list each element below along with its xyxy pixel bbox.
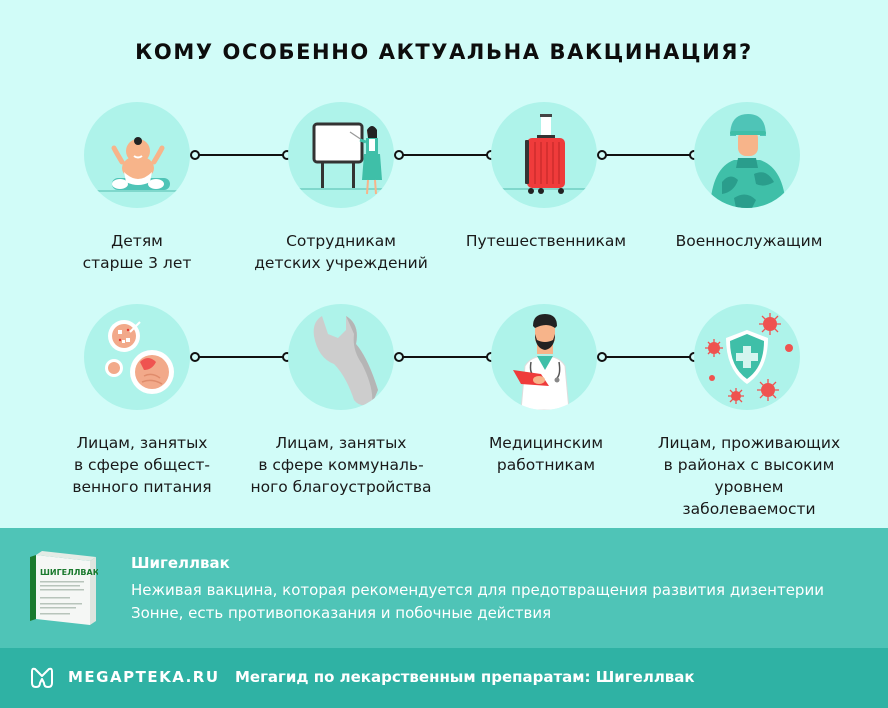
connector-line <box>195 154 287 156</box>
footer: MEGAPTEKA.RU Мегагид по лекарственным пр… <box>0 648 888 708</box>
wrench-icon <box>288 304 394 410</box>
target-groups-grid: Детям старше 3 лет Сотрудникам детских у… <box>72 102 841 518</box>
group-label-public-utilities: Лицам, занятых в сфере коммуналь- ного б… <box>250 434 432 496</box>
connector-dot <box>597 352 607 362</box>
footer-caption: Мегагид по лекарственным препаратам: Шиг… <box>235 668 695 686</box>
product-info-panel: ШИГЕЛЛВАК Шигеллвак Неживая вакцина, кот… <box>0 528 888 648</box>
connector-line <box>602 356 694 358</box>
group-label-medical-workers: Медицинским работникам <box>488 434 604 474</box>
product-description: Неживая вакцина, которая рекомендуется д… <box>131 581 824 622</box>
product-name: Шигеллвак <box>131 554 230 572</box>
svg-text:ШИГЕЛЛВАК: ШИГЕЛЛВАК <box>40 568 98 577</box>
doctor-icon <box>491 304 597 410</box>
suitcase-icon <box>491 102 597 208</box>
group-label-childcare-staff: Сотрудникам детских учреждений <box>254 232 428 272</box>
connector-dot <box>190 150 200 160</box>
group-label-food-service: Лицам, занятых в сфере общест- венного п… <box>72 434 212 496</box>
group-label-military: Военнослужащим <box>675 232 823 250</box>
shield-virus-icon <box>694 304 800 410</box>
teacher-icon <box>288 102 394 208</box>
group-label-high-incidence-areas: Лицам, проживающих в районах с высоким у… <box>657 434 841 518</box>
food-icon <box>84 304 190 410</box>
page-title: КОМУ ОСОБЕННО АКТУАЛЬНА ВАКЦИНАЦИЯ? <box>135 40 753 64</box>
connector-line <box>399 356 491 358</box>
connector-dot <box>190 352 200 362</box>
connector-dot <box>394 352 404 362</box>
megapteka-logo-icon <box>31 667 53 688</box>
connector-line <box>195 356 287 358</box>
group-label-travelers: Путешественникам <box>465 232 627 250</box>
soldier-icon <box>694 102 800 208</box>
connector-dot <box>597 150 607 160</box>
connector-line <box>399 154 491 156</box>
baby-icon <box>84 102 190 208</box>
product-package-image: ШИГЕЛЛВАК <box>30 551 98 625</box>
group-label-children: Детям старше 3 лет <box>82 232 192 272</box>
megapteka-logo-text[interactable]: MEGAPTEKA.RU <box>68 668 220 686</box>
connector-dot <box>394 150 404 160</box>
connector-line <box>602 154 694 156</box>
